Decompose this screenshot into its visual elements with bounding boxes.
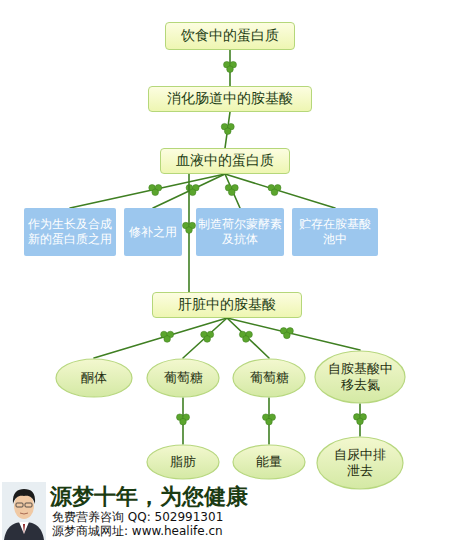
node-text: 肝脏中的胺基酸 bbox=[178, 296, 276, 314]
clover-leaf bbox=[189, 189, 196, 196]
use-box: 贮存在胺基酸池中 bbox=[292, 208, 378, 256]
clover-connector bbox=[225, 174, 240, 208]
clover-connector bbox=[227, 318, 269, 358]
clover-leaf bbox=[227, 66, 234, 73]
clover-connector bbox=[221, 112, 234, 148]
node-text: 消化肠道中的胺基酸 bbox=[167, 90, 293, 108]
node-text: 饮食中的蛋白质 bbox=[181, 27, 279, 45]
connector-stem bbox=[227, 318, 269, 358]
contact-note: 免费营养咨询 QQ: 502991301 bbox=[52, 511, 352, 525]
node-text: 自胺基酸中移去氮 bbox=[326, 361, 394, 394]
clover-connector bbox=[354, 404, 367, 436]
clover-connector bbox=[183, 174, 196, 292]
product-ellipse: 葡萄糖 bbox=[232, 358, 306, 398]
clover-leaf bbox=[180, 418, 187, 425]
node-text: 自尿中排泄去 bbox=[328, 447, 392, 480]
person-photo bbox=[2, 482, 46, 540]
use-box: 作为生长及合成新的蛋白质之用 bbox=[24, 208, 116, 256]
connector-stem bbox=[227, 318, 360, 350]
clover-connector bbox=[227, 318, 360, 350]
ellipse-shape bbox=[147, 445, 219, 479]
process-box: 消化肠道中的胺基酸 bbox=[148, 86, 312, 112]
ellipse-shape bbox=[147, 359, 219, 397]
use-box: 修补之用 bbox=[124, 208, 182, 256]
node-text: 贮存在胺基酸池中 bbox=[294, 217, 376, 247]
node-text: 血液中的蛋白质 bbox=[176, 152, 274, 170]
ellipse-shape bbox=[233, 445, 305, 479]
ellipse-shape bbox=[233, 359, 305, 397]
clover-leaf bbox=[266, 418, 273, 425]
node-text: 脂肪 bbox=[170, 454, 196, 470]
product-ellipse: 葡萄糖 bbox=[146, 358, 220, 398]
clover-leaf bbox=[186, 227, 193, 234]
product-ellipse: 自胺基酸中移去氮 bbox=[314, 350, 406, 404]
connector-stem bbox=[70, 174, 225, 208]
clover-connector bbox=[224, 50, 237, 86]
product-ellipse: 自尿中排泄去 bbox=[316, 436, 404, 490]
connector-stem bbox=[225, 174, 240, 208]
ellipse-shape bbox=[56, 359, 132, 397]
connector-stem bbox=[94, 318, 227, 358]
product-ellipse: 酮体 bbox=[55, 358, 133, 398]
slogan-text: 源梦十年，为您健康 bbox=[50, 484, 350, 509]
node-text: 能量 bbox=[256, 454, 282, 470]
node-text: 葡萄糖 bbox=[164, 370, 203, 386]
clover-leaf bbox=[164, 336, 171, 343]
ellipse-shape bbox=[315, 351, 405, 403]
process-box: 血液中的蛋白质 bbox=[160, 148, 290, 174]
clover-connector bbox=[263, 398, 276, 444]
clover-connector bbox=[177, 398, 190, 444]
product-ellipse: 能量 bbox=[232, 444, 306, 480]
clover-leaf bbox=[284, 332, 291, 339]
use-box: 制造荷尔蒙酵素及抗体 bbox=[196, 208, 284, 256]
clover-leaf bbox=[204, 336, 211, 343]
clover-leaf bbox=[224, 128, 231, 135]
clover-leaf bbox=[152, 189, 159, 196]
node-text: 作为生长及合成新的蛋白质之用 bbox=[26, 217, 114, 247]
clover-leaf bbox=[243, 336, 250, 343]
clover-leaf bbox=[357, 418, 364, 425]
clover-leaf bbox=[271, 189, 278, 196]
process-box: 饮食中的蛋白质 bbox=[165, 22, 295, 50]
clover-connector bbox=[225, 174, 335, 208]
clover-connector bbox=[94, 318, 227, 358]
node-text: 酮体 bbox=[81, 370, 107, 386]
clover-leaf bbox=[228, 189, 235, 196]
process-box: 肝脏中的胺基酸 bbox=[152, 292, 302, 318]
connector-stem bbox=[225, 174, 335, 208]
node-text: 制造荷尔蒙酵素及抗体 bbox=[198, 217, 282, 247]
clover-connector bbox=[183, 318, 227, 358]
ellipse-shape bbox=[317, 437, 403, 489]
website-note: 源梦商城网址: www.healife.cn bbox=[52, 525, 352, 539]
clover-connector bbox=[70, 174, 225, 208]
connector-stem bbox=[183, 318, 227, 358]
product-ellipse: 脂肪 bbox=[146, 444, 220, 480]
node-text: 葡萄糖 bbox=[250, 370, 289, 386]
node-text: 修补之用 bbox=[129, 225, 177, 240]
